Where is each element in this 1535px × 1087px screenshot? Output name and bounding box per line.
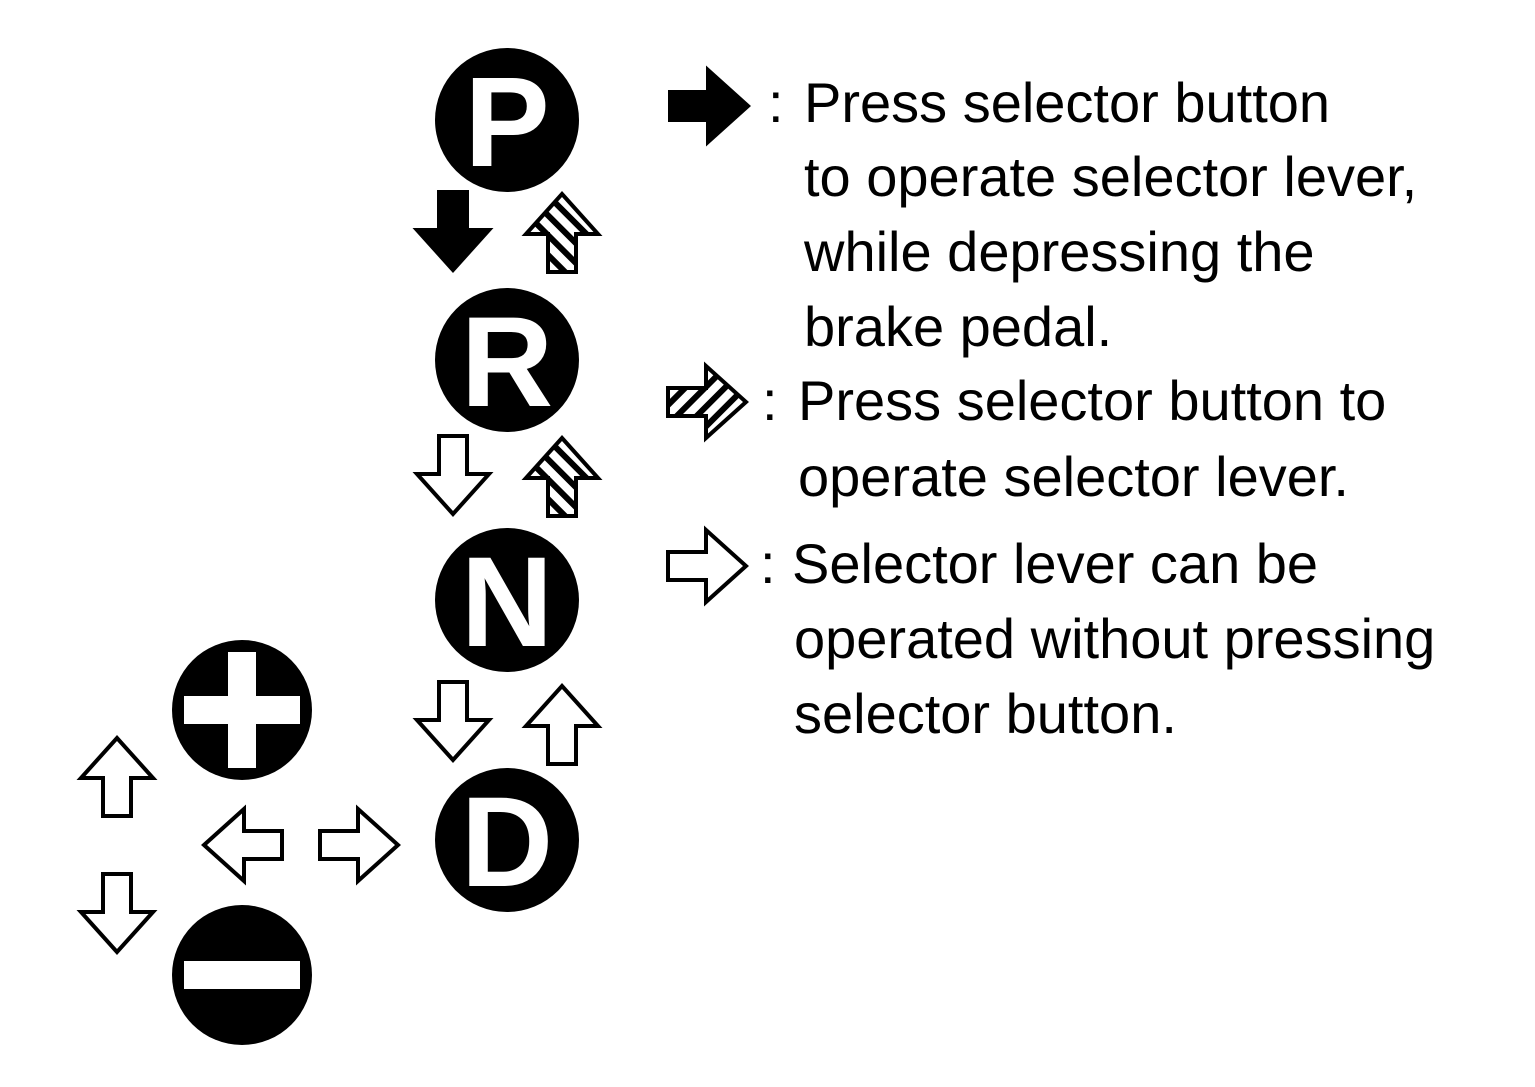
legend-solid-line-3: while depressing the [803, 220, 1315, 283]
gear-position-r: R [435, 288, 579, 434]
legend-white-line-1: Selector lever can be [792, 532, 1318, 595]
arrow-d-to-manual-white-left-icon [202, 807, 284, 883]
legend-solid-separator: : [768, 71, 784, 134]
arrow-p-to-r-solid-down-icon [415, 190, 491, 272]
gear-r-label: R [461, 291, 553, 434]
legend-white-line-3: selector button. [794, 682, 1177, 745]
legend-hatched-arrow-icon [666, 364, 748, 440]
legend-item-white: : Selector lever can be operated without… [666, 528, 1435, 745]
arrow-r-to-n-white-down-icon [415, 434, 491, 516]
legend-hatched-line-1: Press selector button to [798, 369, 1386, 432]
gear-position-n: N [435, 528, 579, 674]
legend-solid-line-4: brake pedal. [804, 295, 1112, 358]
gear-p-label: P [464, 51, 549, 194]
manual-plus [172, 640, 312, 780]
gear-p-circle [435, 48, 579, 192]
arrow-n-to-d-white-down-icon [415, 680, 491, 762]
arrow-r-to-p-hatched-up-icon [524, 192, 600, 274]
arrow-manual-to-d-white-right-icon [318, 807, 400, 883]
legend-solid-arrow-icon [668, 68, 750, 144]
legend-item-solid: : Press selector button to operate selec… [668, 68, 1417, 358]
legend-white-arrow-icon [666, 528, 748, 604]
legend-item-hatched: : Press selector button to operate selec… [666, 364, 1386, 508]
gear-position-p: P [435, 48, 579, 194]
manual-minus [172, 905, 312, 1045]
gear-d-label: D [461, 771, 553, 914]
gear-n-label: N [461, 531, 553, 674]
arrow-manual-down-white-icon [79, 872, 155, 954]
arrow-d-to-n-white-up-icon [524, 684, 600, 766]
legend-white-line-2: operated without pressing [794, 607, 1435, 670]
arrow-n-to-r-hatched-up-icon [524, 436, 600, 518]
plus-icon [184, 652, 300, 768]
gear-position-d: D [435, 768, 579, 914]
gear-r-circle [435, 288, 579, 432]
legend-hatched-line-2: operate selector lever. [798, 445, 1349, 508]
minus-icon [184, 961, 300, 989]
legend-hatched-separator: : [762, 369, 778, 432]
legend-solid-line-1: Press selector button [804, 71, 1330, 134]
gear-n-circle [435, 528, 579, 672]
legend-solid-line-2: to operate selector lever, [804, 145, 1417, 208]
legend: : Press selector button to operate selec… [666, 68, 1435, 745]
arrow-manual-up-white-icon [79, 736, 155, 818]
gear-d-circle [435, 768, 579, 912]
legend-white-separator: : [760, 532, 776, 595]
